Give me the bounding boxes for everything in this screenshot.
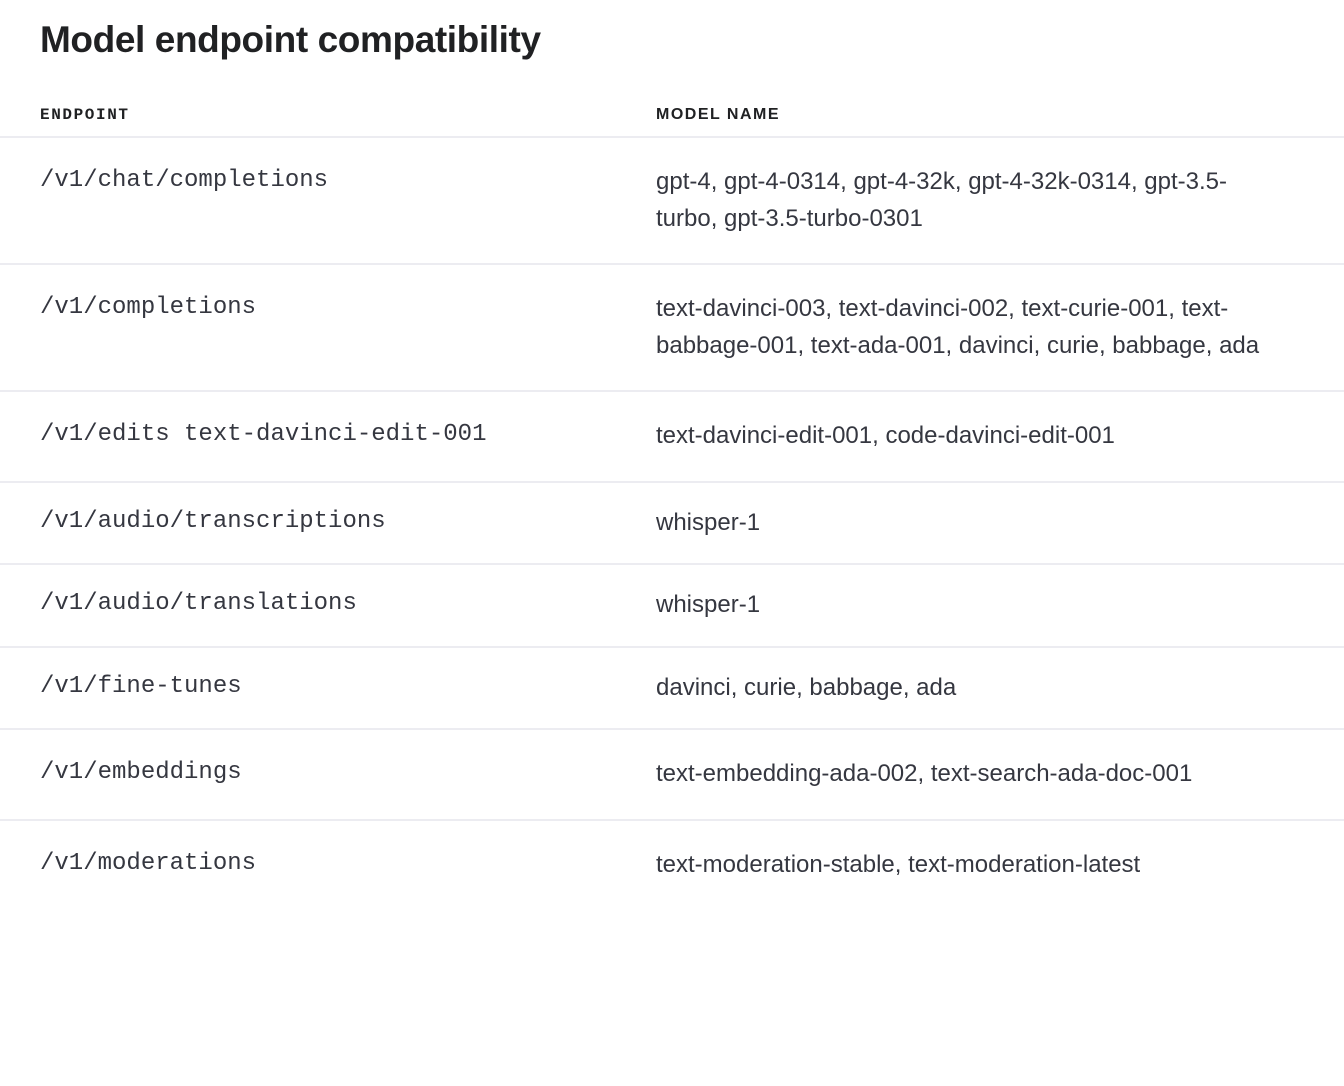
table-row: /v1/audio/translations whisper-1 <box>0 564 1344 648</box>
cell-endpoint: /v1/moderations <box>40 849 257 877</box>
table-row: /v1/fine-tunes davinci, curie, babbage, … <box>0 646 1344 731</box>
cell-endpoint: /v1/audio/transcriptions <box>0 481 628 566</box>
table-row: /v1/edits text-davinci-edit-001 text-dav… <box>0 391 1344 483</box>
cell-endpoint: /v1/chat/completions <box>0 137 628 266</box>
table-header-row: ENDPOINT MODEL NAME <box>0 106 1344 139</box>
cell-endpoint: /v1/fine-tunes <box>0 646 628 731</box>
cell-endpoint: /v1/embeddings <box>0 729 628 821</box>
table-row: /v1/completions text-davinci-003, text-d… <box>0 264 1344 393</box>
cell-model-name: davinci, curie, babbage, ada <box>628 646 1344 731</box>
cell-endpoint: /v1/completions <box>0 264 628 393</box>
cell-model-name: text-davinci-edit-001, code-davinci-edit… <box>628 391 1344 483</box>
cell-endpoint: /v1/audio/translations <box>0 564 628 648</box>
table-row: /v1/embeddings text-embedding-ada-002, t… <box>0 729 1344 821</box>
page-container: Model endpoint compatibility ENDPOINT MO… <box>0 19 1344 909</box>
table-row: /v1/moderations text-moderation-stable, … <box>0 820 1344 909</box>
cell-model-name: text-davinci-003, text-davinci-002, text… <box>628 264 1344 393</box>
table-row: /v1/audio/transcriptions whisper-1 <box>0 481 1344 566</box>
column-header-endpoint: ENDPOINT <box>0 106 628 139</box>
model-endpoint-compatibility-table: ENDPOINT MODEL NAME /v1/chat/completions… <box>0 106 1344 909</box>
cell-model-name: whisper-1 <box>628 564 1344 648</box>
table-header: ENDPOINT MODEL NAME <box>0 106 1344 139</box>
cell-model-name: text-embedding-ada-002, text-search-ada-… <box>628 729 1344 821</box>
page-title: Model endpoint compatibility <box>40 19 541 60</box>
cell-model-name: whisper-1 <box>628 481 1344 566</box>
cell-endpoint: /v1/edits text-davinci-edit-001 <box>0 391 628 483</box>
cell-model-name: gpt-4, gpt-4-0314, gpt-4-32k, gpt-4-32k-… <box>628 137 1344 266</box>
table-body: /v1/chat/completions gpt-4, gpt-4-0314, … <box>0 137 1344 909</box>
cell-model-name: text-moderation-stable, text-moderation-… <box>656 850 1141 878</box>
column-header-model-name: MODEL NAME <box>628 106 1344 139</box>
table-row: /v1/chat/completions gpt-4, gpt-4-0314, … <box>0 137 1344 266</box>
